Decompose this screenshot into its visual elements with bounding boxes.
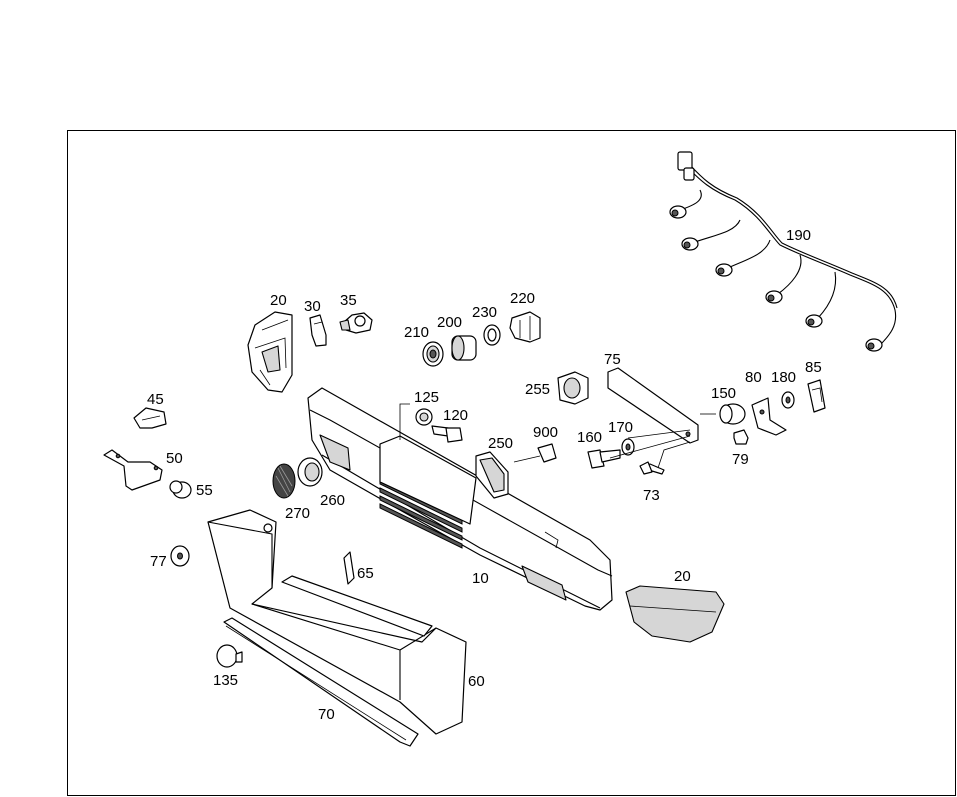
- part-80-bracket-plate: [751, 397, 787, 436]
- label-20-right: 20: [674, 568, 691, 585]
- part-number-labels: 20 30 35 210 200 230 220 190 75 255 125 …: [147, 227, 822, 723]
- leader-lines: [399, 403, 716, 469]
- part-270-speaker-grille: [272, 463, 296, 499]
- part-900-connector: [537, 443, 557, 463]
- part-125-washer: [415, 408, 433, 426]
- label-75: 75: [604, 351, 621, 368]
- label-220: 220: [510, 290, 535, 307]
- label-270: 270: [285, 505, 310, 522]
- label-73: 73: [643, 487, 660, 504]
- part-120-screw: [431, 425, 463, 443]
- part-10-bumper-cover: [307, 387, 613, 611]
- part-20-right-end-cap: [625, 585, 725, 643]
- part-260-ring: [297, 457, 323, 487]
- part-65-clip: [343, 551, 355, 585]
- part-180-washer: [781, 391, 795, 409]
- part-75-support-bar: [607, 367, 699, 444]
- connector-3: [715, 263, 733, 277]
- part-60-lower-panel: [207, 509, 467, 735]
- part-220-holder: [509, 311, 541, 343]
- part-73-screw: [639, 461, 665, 475]
- label-900: 900: [533, 424, 558, 441]
- part-200-sensor: [451, 335, 477, 361]
- label-160: 160: [577, 429, 602, 446]
- label-30: 30: [304, 298, 321, 315]
- label-125: 125: [414, 389, 439, 406]
- label-10: 10: [472, 570, 489, 587]
- connector-6: [865, 338, 883, 352]
- label-230: 230: [472, 304, 497, 321]
- label-55: 55: [196, 482, 213, 499]
- part-50-bracket: [103, 449, 163, 491]
- part-30-clip: [309, 314, 327, 347]
- label-210: 210: [404, 324, 429, 341]
- part-55-bushing: [169, 480, 192, 499]
- label-85: 85: [805, 359, 822, 376]
- label-70: 70: [318, 706, 335, 723]
- diagram-frame: [67, 130, 956, 796]
- part-85-clamp: [807, 379, 826, 413]
- label-60: 60: [468, 673, 485, 690]
- part-150-spacer: [719, 403, 746, 425]
- part-170-washer: [621, 438, 635, 456]
- part-255-sensor-bracket: [557, 371, 589, 405]
- label-170: 170: [608, 419, 633, 436]
- label-79: 79: [732, 451, 749, 468]
- connector-2: [681, 237, 699, 251]
- label-135: 135: [213, 672, 238, 689]
- label-190: 190: [786, 227, 811, 244]
- label-65: 65: [357, 565, 374, 582]
- label-260: 260: [320, 492, 345, 509]
- part-77-washer: [170, 545, 190, 567]
- label-250: 250: [488, 435, 513, 452]
- label-200: 200: [437, 314, 462, 331]
- label-77: 77: [150, 553, 167, 570]
- label-50: 50: [166, 450, 183, 467]
- label-20-left: 20: [270, 292, 287, 309]
- label-120: 120: [443, 407, 468, 424]
- label-150: 150: [711, 385, 736, 402]
- part-230-seal-ring: [483, 324, 501, 346]
- part-210-ring: [422, 341, 444, 367]
- part-160-bolt: [587, 449, 621, 469]
- part-20-left-end-cap: [247, 311, 293, 393]
- label-180: 180: [771, 369, 796, 386]
- label-255: 255: [525, 381, 550, 398]
- part-35-nut: [339, 312, 373, 334]
- part-70-lower-strip: [223, 575, 433, 747]
- part-250-sensor: [475, 451, 509, 499]
- connector-1: [669, 205, 687, 219]
- label-35: 35: [340, 292, 357, 309]
- label-80: 80: [745, 369, 762, 386]
- part-79-clip-nut: [733, 429, 749, 445]
- label-45: 45: [147, 391, 164, 408]
- part-45-clip: [133, 407, 167, 429]
- connector-4: [765, 290, 783, 304]
- part-135-plug: [216, 644, 243, 668]
- part-190-wiring-harness: [669, 151, 898, 352]
- connector-5: [805, 314, 823, 328]
